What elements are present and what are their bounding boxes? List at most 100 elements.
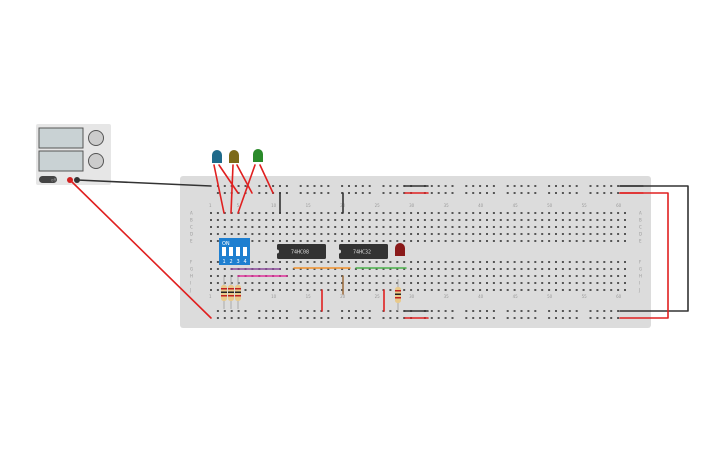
hole[interactable]	[361, 226, 364, 228]
hole[interactable]	[575, 289, 578, 291]
hole[interactable]	[451, 275, 454, 277]
hole[interactable]	[410, 219, 413, 221]
hole[interactable]	[430, 212, 433, 214]
rail-hole[interactable]	[506, 185, 509, 187]
hole[interactable]	[472, 219, 475, 221]
hole[interactable]	[403, 226, 406, 228]
rail-hole[interactable]	[561, 310, 564, 312]
hole[interactable]	[499, 219, 502, 221]
hole[interactable]	[451, 212, 454, 214]
rail-hole[interactable]	[465, 310, 468, 312]
hole[interactable]	[251, 289, 254, 291]
hole[interactable]	[617, 233, 620, 235]
hole[interactable]	[541, 261, 544, 263]
hole[interactable]	[265, 282, 268, 284]
hole[interactable]	[582, 240, 585, 242]
hole[interactable]	[548, 282, 551, 284]
hole[interactable]	[520, 219, 523, 221]
hole[interactable]	[251, 282, 254, 284]
rail-hole[interactable]	[306, 185, 309, 187]
hole[interactable]	[603, 289, 606, 291]
hole[interactable]	[589, 233, 592, 235]
rail-hole[interactable]	[361, 192, 364, 194]
hole[interactable]	[389, 268, 392, 270]
hole[interactable]	[548, 212, 551, 214]
hole[interactable]	[354, 212, 357, 214]
rail-hole[interactable]	[472, 317, 475, 319]
hole[interactable]	[382, 240, 385, 242]
current-knob[interactable]	[88, 153, 104, 169]
hole[interactable]	[285, 240, 288, 242]
rail-hole[interactable]	[617, 310, 620, 312]
rail-hole[interactable]	[548, 185, 551, 187]
rail-hole[interactable]	[265, 317, 268, 319]
hole[interactable]	[548, 268, 551, 270]
hole[interactable]	[306, 240, 309, 242]
rail-hole[interactable]	[306, 317, 309, 319]
rail-hole[interactable]	[492, 185, 495, 187]
hole[interactable]	[258, 233, 261, 235]
hole[interactable]	[396, 219, 399, 221]
hole[interactable]	[555, 261, 557, 263]
hole[interactable]	[520, 268, 523, 270]
hole[interactable]	[444, 240, 447, 242]
hole[interactable]	[341, 275, 344, 277]
hole[interactable]	[458, 261, 461, 263]
hole[interactable]	[210, 268, 212, 270]
hole[interactable]	[251, 219, 254, 221]
hole[interactable]	[444, 219, 447, 221]
hole[interactable]	[313, 282, 316, 284]
rail-hole[interactable]	[382, 317, 385, 319]
rail-hole[interactable]	[437, 185, 440, 187]
hole[interactable]	[624, 219, 626, 221]
hole[interactable]	[423, 268, 426, 270]
hole[interactable]	[492, 233, 495, 235]
hole[interactable]	[375, 282, 378, 284]
hole[interactable]	[603, 275, 606, 277]
hole[interactable]	[472, 240, 475, 242]
rail-hole[interactable]	[513, 317, 516, 319]
hole[interactable]	[520, 240, 523, 242]
hole[interactable]	[306, 268, 309, 270]
hole[interactable]	[272, 261, 275, 263]
hole[interactable]	[603, 233, 606, 235]
hole[interactable]	[368, 275, 371, 277]
hole[interactable]	[334, 212, 337, 214]
hole[interactable]	[417, 219, 419, 221]
hole[interactable]	[368, 289, 371, 291]
hole[interactable]	[313, 212, 316, 214]
hole[interactable]	[589, 219, 592, 221]
hole[interactable]	[348, 240, 350, 242]
rail-hole[interactable]	[513, 185, 516, 187]
hole[interactable]	[320, 261, 323, 263]
hole[interactable]	[534, 233, 537, 235]
hole[interactable]	[348, 289, 350, 291]
hole[interactable]	[279, 233, 281, 235]
dip-toggle[interactable]	[243, 247, 247, 256]
rail-hole[interactable]	[520, 185, 523, 187]
rail-hole[interactable]	[555, 192, 557, 194]
hole[interactable]	[327, 282, 330, 284]
rail-hole[interactable]	[299, 185, 302, 187]
hole[interactable]	[368, 212, 371, 214]
rail-hole[interactable]	[348, 310, 350, 312]
rail-hole[interactable]	[320, 192, 323, 194]
hole[interactable]	[479, 233, 482, 235]
hole[interactable]	[520, 282, 523, 284]
hole[interactable]	[548, 233, 551, 235]
hole[interactable]	[320, 282, 323, 284]
hole[interactable]	[244, 226, 247, 228]
rail-hole[interactable]	[610, 310, 613, 312]
hole[interactable]	[506, 233, 509, 235]
rail-hole[interactable]	[216, 310, 219, 312]
hole[interactable]	[285, 226, 288, 228]
rail-hole[interactable]	[472, 185, 475, 187]
rail-hole[interactable]	[555, 310, 557, 312]
hole[interactable]	[348, 282, 350, 284]
hole[interactable]	[417, 282, 419, 284]
hole[interactable]	[396, 240, 399, 242]
hole[interactable]	[417, 289, 419, 291]
hole[interactable]	[361, 219, 364, 221]
hole[interactable]	[216, 219, 219, 221]
hole[interactable]	[299, 212, 302, 214]
